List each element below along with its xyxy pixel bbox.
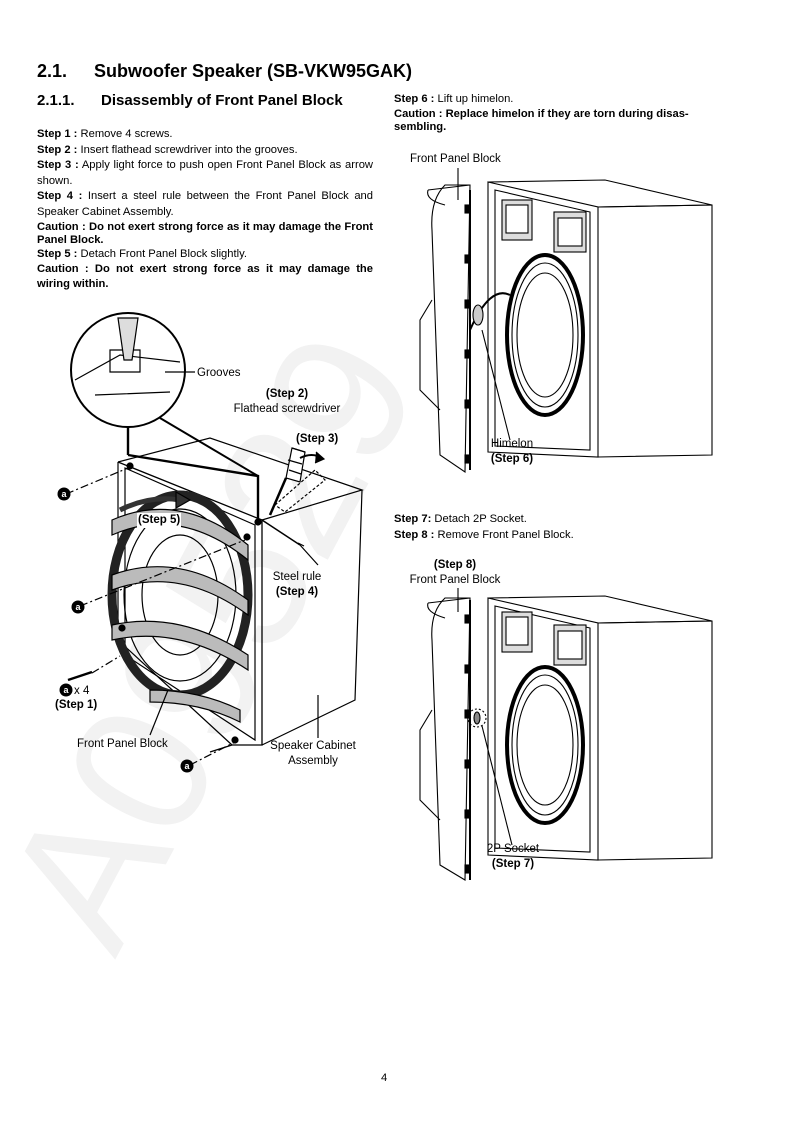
step-7: Step 7: Detach 2P Socket. xyxy=(394,513,527,525)
step-8: Step 8 : Remove Front Panel Block. xyxy=(394,528,574,541)
screw-markers: a a a a xyxy=(57,487,194,773)
label-steel-rule: Steel rule (Step 4) xyxy=(272,571,322,598)
svg-text:a: a xyxy=(184,761,190,771)
label-step3: (Step 3) xyxy=(296,433,339,445)
step-6: Step 6 : Lift up himelon. xyxy=(394,93,514,105)
step-3: Step 3 : Apply light force to push open … xyxy=(37,159,373,187)
label-speaker-cabinet: Speaker Cabinet Assembly xyxy=(270,740,356,767)
label-front-panel-block-2: Front Panel Block xyxy=(410,153,501,165)
label-2p-socket: 2P Socket (Step 7) xyxy=(486,843,540,870)
label-screw-count: x 4 xyxy=(74,685,90,697)
step-2: Step 2 : Insert flathead screwdriver int… xyxy=(37,143,298,156)
subsection-title: Disassembly of Front Panel Block xyxy=(101,92,343,109)
svg-text:a: a xyxy=(75,602,81,612)
label-himelon: Himelon (Step 6) xyxy=(490,438,534,465)
caution-2: Caution : Do not exert strong force as i… xyxy=(37,263,373,291)
label-step1: (Step 1) xyxy=(55,699,98,711)
svg-text:a: a xyxy=(63,685,69,695)
label-step8-front-panel: (Step 8) Front Panel Block xyxy=(409,559,501,586)
step-1: Step 1 : Remove 4 screws. xyxy=(37,128,173,140)
caution-1: Caution : Do not exert strong force as i… xyxy=(37,220,373,246)
label-step5: (Step 5) xyxy=(137,513,182,528)
step-5: Step 5 : Detach Front Panel Block slight… xyxy=(37,247,247,260)
label-step2-flathead: (Step 2) Flathead screwdriver xyxy=(233,388,341,415)
label-front-panel-block: Front Panel Block xyxy=(77,738,168,750)
label-grooves: Grooves xyxy=(197,367,241,379)
section-number: 2.1. xyxy=(37,61,68,81)
page-number: 4 xyxy=(381,1072,388,1084)
subsection-number: 2.1.1. xyxy=(37,92,75,109)
section-title: Subwoofer Speaker (SB-VKW95GAK) xyxy=(94,61,413,81)
left-steps: Step 1 : Remove 4 screws. Step 2 : Inser… xyxy=(37,127,373,292)
caution-3: Caution : Replace himelon if they are to… xyxy=(394,107,689,133)
step-6-block: Step 6 : Lift up himelon. Caution : Repl… xyxy=(394,92,724,134)
svg-text:a: a xyxy=(61,489,67,499)
step-4: Step 4 : Insert a steel rule between the… xyxy=(37,190,373,218)
step-7-8-block: Step 7: Detach 2P Socket. Step 8 : Remov… xyxy=(394,512,724,543)
